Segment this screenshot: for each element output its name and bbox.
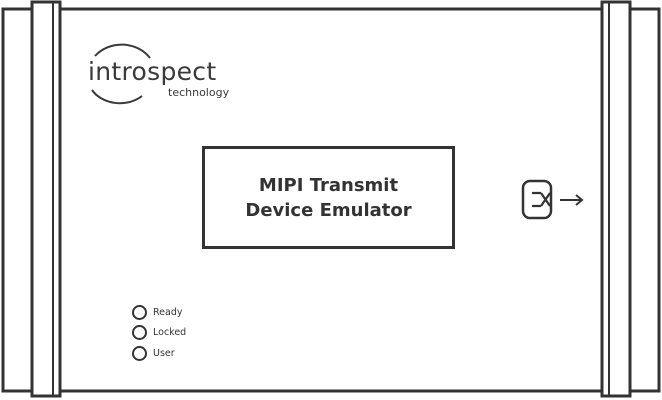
chassis-body <box>1 7 661 393</box>
left-endcap-outer <box>30 0 62 398</box>
led-user-indicator-icon <box>132 345 147 361</box>
product-title-line1: MIPI Transmit <box>258 174 399 196</box>
logo-arc-top-icon <box>94 43 151 59</box>
led-locked-label: Locked <box>153 327 187 339</box>
led-user: User <box>132 343 186 364</box>
status-leds: Ready Locked User <box>132 302 186 364</box>
product-title-line2: Device Emulator <box>245 199 412 221</box>
mipi-tx-port-icon <box>521 179 553 220</box>
logo-subtitle: technology <box>168 86 230 99</box>
led-locked: Locked <box>132 323 186 344</box>
logo-brand: introspect <box>88 57 217 86</box>
led-ready-indicator-icon <box>132 304 147 320</box>
led-ready: Ready <box>132 302 186 323</box>
led-user-label: User <box>153 347 175 359</box>
right-endcap-outer <box>600 0 632 398</box>
arrow-right-icon <box>560 194 584 206</box>
product-label-box: MIPI Transmit Device Emulator <box>202 146 455 249</box>
logo-arc-bottom-icon <box>91 89 143 105</box>
led-ready-label: Ready <box>153 306 183 318</box>
led-locked-indicator-icon <box>132 325 147 341</box>
